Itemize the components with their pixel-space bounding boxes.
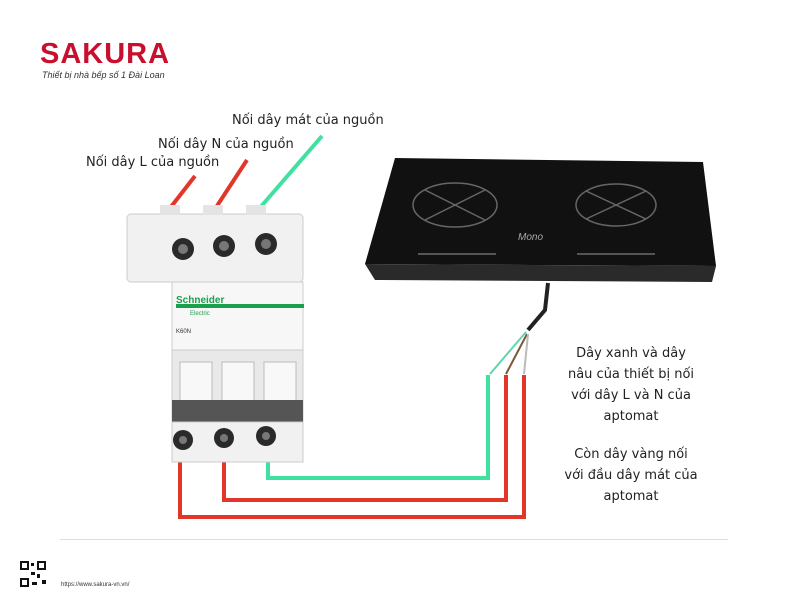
wiring-note-2: Còn dây vàng nối với đầu dây mát của apt… xyxy=(546,444,716,507)
cooking-zone-right xyxy=(575,183,657,227)
qr-code xyxy=(20,561,46,587)
appliance-ground-wire xyxy=(266,375,490,480)
breaker-model: K60N xyxy=(176,329,191,335)
appliance-wire-green xyxy=(489,331,527,375)
source-neutral-wire xyxy=(211,158,249,214)
label-live-wire: Nối dây L của nguồn xyxy=(86,155,220,170)
induction-cooktop: Mono xyxy=(365,158,716,282)
brand-tagline: Thiết bị nhà bếp số 1 Đài Loan xyxy=(42,70,165,80)
appliance-wire-brown xyxy=(505,333,528,375)
note-line: với đầu dây mát của xyxy=(564,468,698,483)
breaker-brand: Schneider xyxy=(176,295,224,306)
note-line: với dây L và N của xyxy=(571,388,691,403)
label-ground-wire: Nối dây mát của nguồn xyxy=(232,113,384,128)
note-line: Còn dây vàng nối xyxy=(574,447,688,462)
appliance-live-wire xyxy=(178,375,526,519)
cooktop-brand: Mono xyxy=(518,232,543,243)
appliance-neutral-wire xyxy=(222,375,508,502)
appliance-wire-yellow xyxy=(523,333,529,375)
wiring-note-1: Dây xanh và dây nâu của thiết bị nối với… xyxy=(546,343,716,427)
breaker-brand-sub: Electric xyxy=(190,311,210,317)
footer-divider xyxy=(60,539,728,540)
note-line: aptomat xyxy=(603,409,659,424)
brand-logo: SAKURA xyxy=(40,38,171,70)
appliance-cable xyxy=(526,282,550,332)
note-line: nâu của thiết bị nối xyxy=(567,367,695,382)
circuit-breaker: Schneider Electric K60N xyxy=(126,205,304,463)
note-line: aptomat xyxy=(603,489,659,504)
footer-url[interactable]: https://www.sakura-vn.vn/ xyxy=(61,582,130,588)
note-line: Dây xanh và dây xyxy=(576,346,686,361)
source-ground-wire xyxy=(256,134,324,212)
cooking-zone-left xyxy=(412,182,498,228)
label-neutral-wire: Nối dây N của nguồn xyxy=(158,137,294,152)
